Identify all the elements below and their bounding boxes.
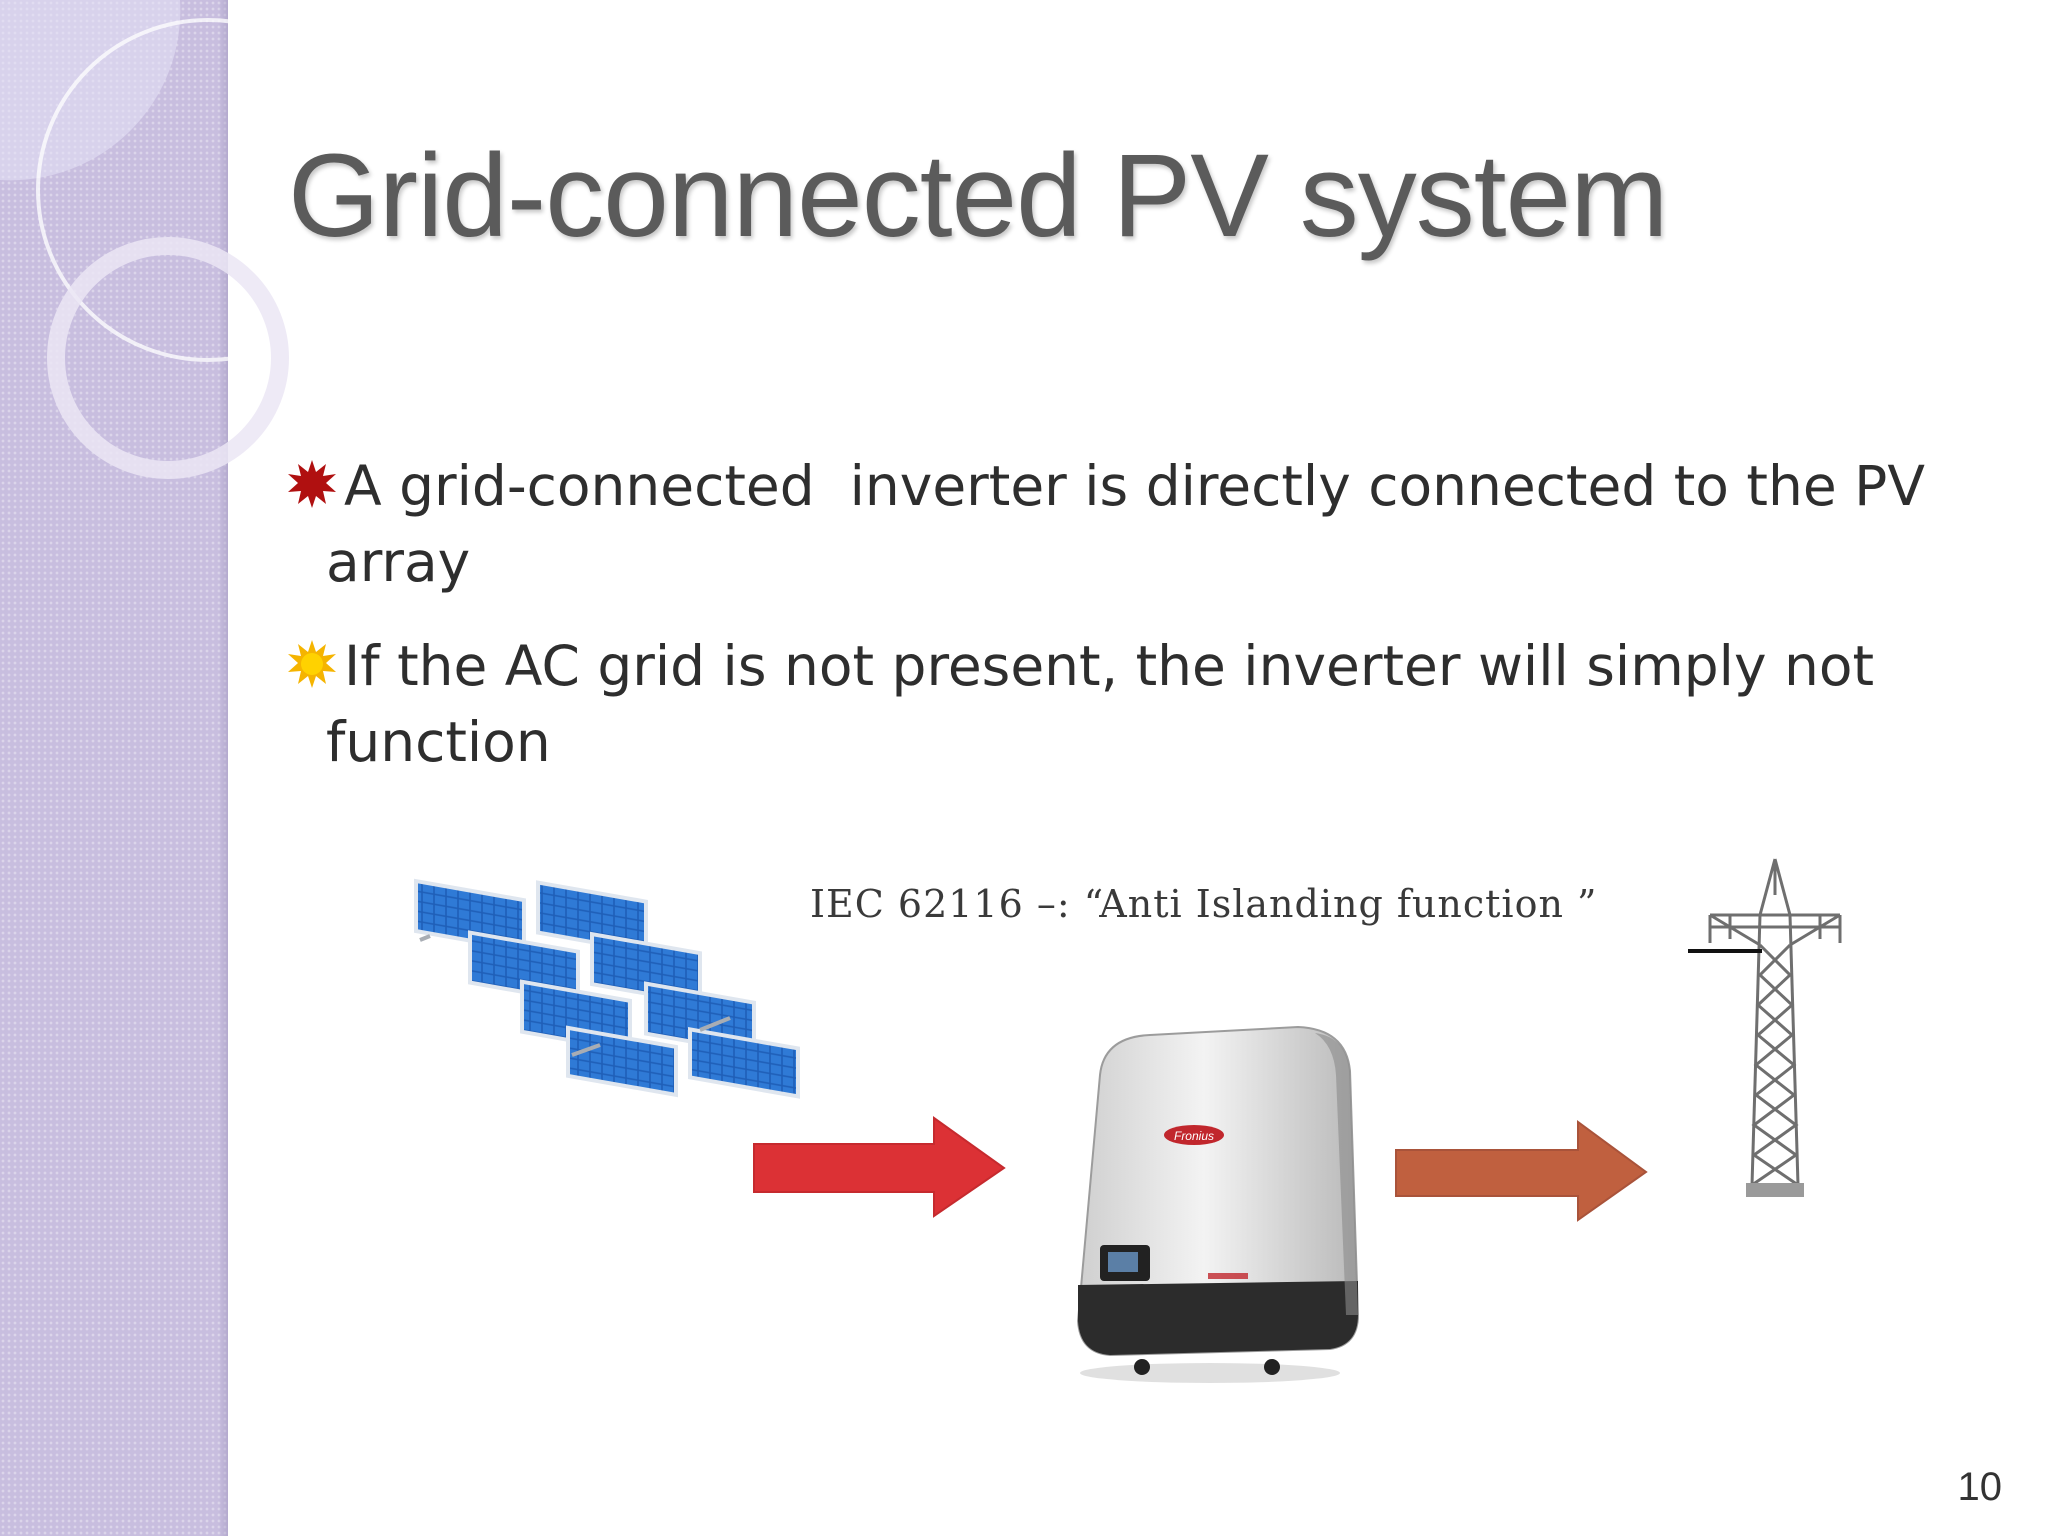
bullet-2-line1: If the AC grid is not present, the inver…	[344, 634, 1875, 698]
solar-panels-image	[414, 878, 800, 1099]
sidebar-shade	[218, 0, 228, 1536]
bullet-item-1: A grid-connected inverter is directly co…	[326, 448, 2016, 600]
arrow-panels-to-inverter	[753, 1116, 1006, 1218]
bullet-2-line2: function	[326, 710, 551, 774]
decorative-circles	[0, 0, 380, 479]
slide-title: Grid-connected PV system	[288, 130, 1668, 262]
starburst-bullet-icon	[288, 460, 336, 508]
page-number: 10	[1957, 1465, 2003, 1509]
large-ring	[36, 18, 380, 362]
inverter-image: Fronius	[1076, 1025, 1360, 1383]
arrow-inverter-to-grid	[1395, 1120, 1648, 1222]
transmission-tower-image	[1688, 858, 1842, 1197]
inverter-logo: Fronius	[1174, 1129, 1214, 1143]
sun-bullet-icon	[288, 640, 336, 688]
bullet-1-line2: array	[326, 530, 471, 594]
bullet-item-2: If the AC grid is not present, the inver…	[326, 628, 2016, 780]
thick-ring	[47, 237, 289, 479]
iec-annotation: IEC 62116 –: “Anti Islanding function ”	[810, 882, 1598, 926]
panel-row-back	[414, 878, 648, 954]
bullet-1-line1: A grid-connected inverter is directly co…	[344, 454, 1925, 518]
